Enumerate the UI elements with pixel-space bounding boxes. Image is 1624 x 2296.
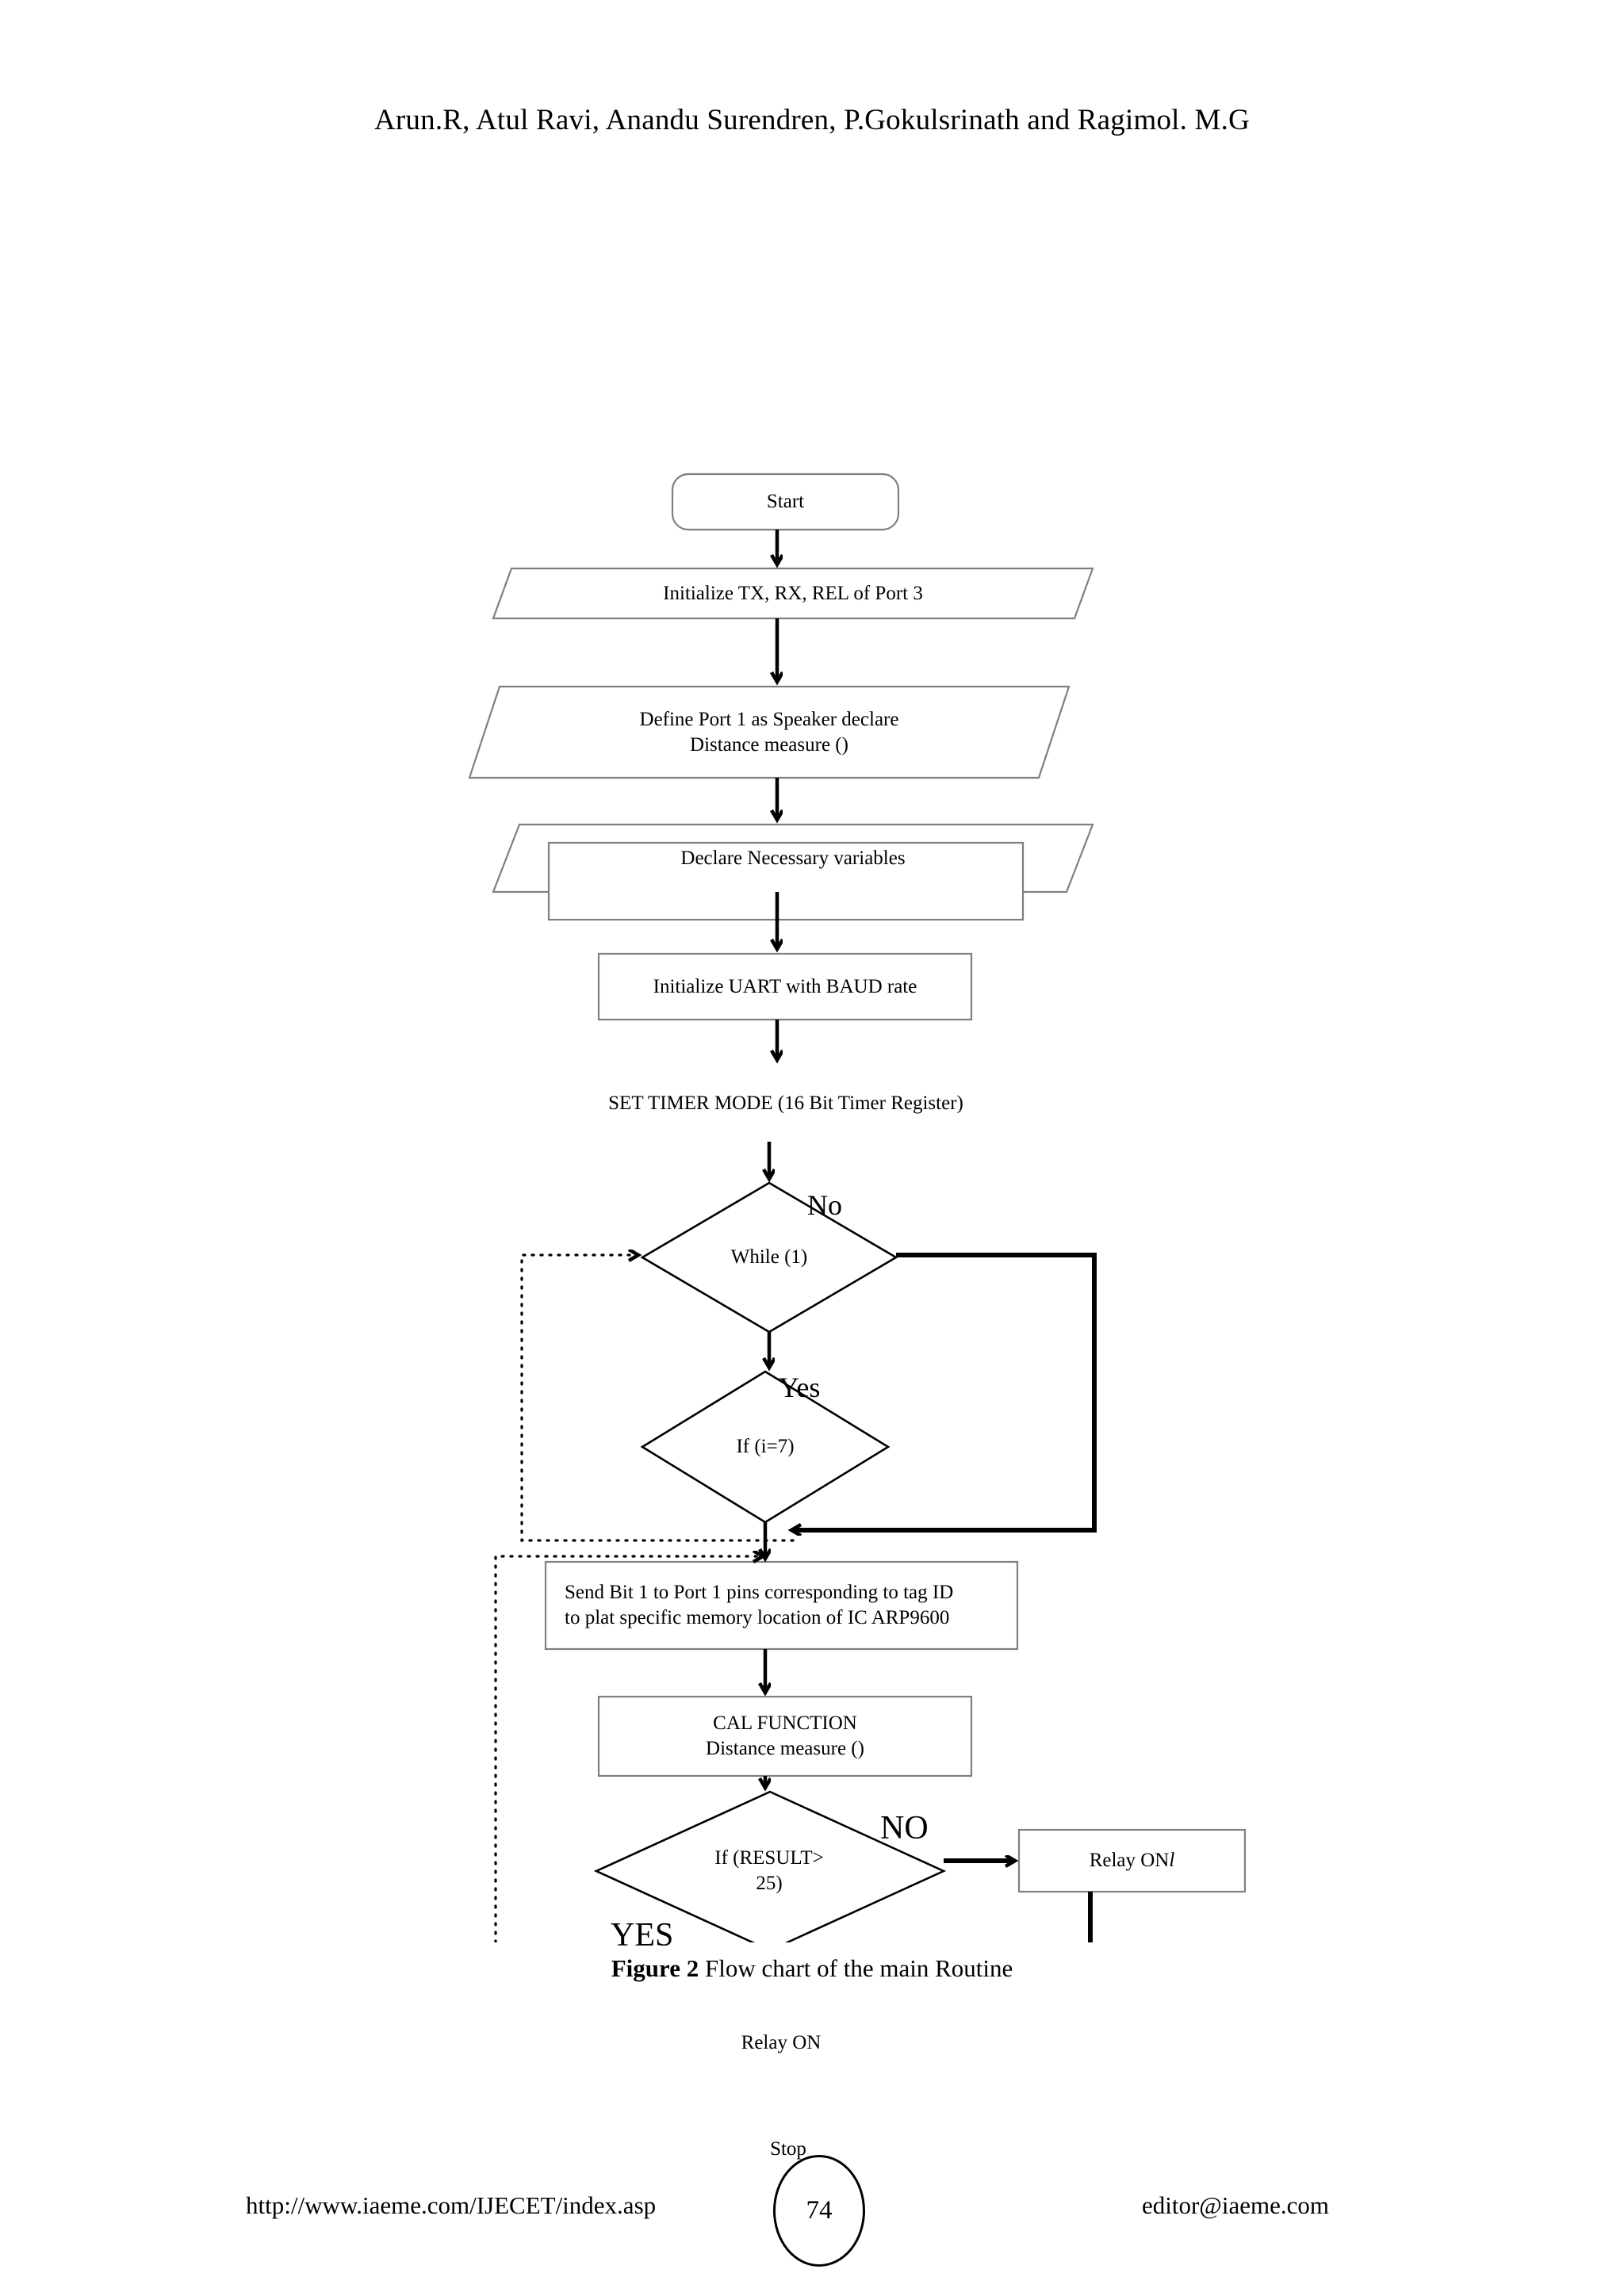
node-if-i7-shape <box>640 1370 891 1524</box>
figure-caption-prefix: Figure 2 <box>611 1954 699 1982</box>
edge-label-if-result-yes: YES <box>611 1917 674 1954</box>
node-relay-on-l-shape <box>1017 1828 1247 1893</box>
page-number: 74 <box>773 2155 865 2267</box>
edge-label-while1-no: No <box>807 1189 842 1221</box>
node-start-shape <box>671 473 900 531</box>
figure-caption-text: Flow chart of the main Routine <box>699 1954 1013 1982</box>
edge-label-while1-yes: Yes <box>779 1372 821 1403</box>
node-set-timer-shape <box>547 841 1025 921</box>
page-footer: http://www.iaeme.com/IJECET/index.asp 74… <box>0 2155 1624 2267</box>
footer-email[interactable]: editor@iaeme.com <box>1142 2191 1329 2219</box>
node-init-port3-shape <box>492 567 1094 620</box>
figure-caption: Figure 2 Flow chart of the main Routine <box>0 1954 1624 1983</box>
node-while1-shape <box>640 1181 898 1334</box>
edge-while1-no-route <box>793 1253 1097 1530</box>
edge-stop-to-send-bit-dotted <box>494 1556 793 1942</box>
node-if-result-shape <box>593 1790 947 1942</box>
node-def-port1-shape <box>468 685 1071 779</box>
edge-label-if-result-no: NO <box>880 1810 929 1846</box>
node-relay-on-label: Relay ON <box>741 2032 822 2053</box>
node-cal-fn-shape <box>597 1695 973 1777</box>
footer-url[interactable]: http://www.iaeme.com/IJECET/index.asp <box>246 2191 657 2219</box>
node-send-bit-shape <box>544 1560 1019 1651</box>
figure-2-flowchart: Start Initialize TX, RX, REL of Port 3 D… <box>0 222 1624 2160</box>
node-init-uart-shape <box>597 952 973 1021</box>
flowchart-svg <box>468 473 1247 1942</box>
running-head: Arun.R, Atul Ravi, Anandu Surendren, P.G… <box>373 104 1251 136</box>
